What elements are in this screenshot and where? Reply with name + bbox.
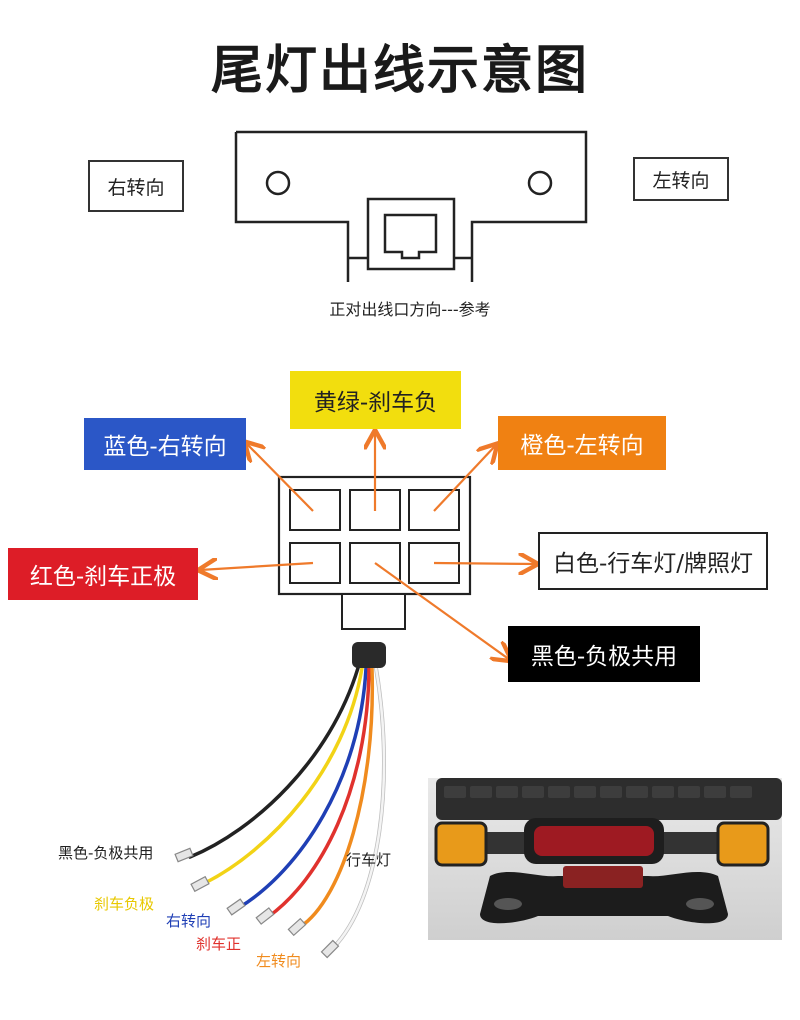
tag-red: 红色-刹车正极 <box>8 548 198 600</box>
mount-hole-left <box>265 170 291 196</box>
arrow-black <box>374 562 510 660</box>
left-indicator <box>434 821 488 867</box>
wire-blue <box>238 666 368 909</box>
mount-hole-right <box>527 170 553 196</box>
wire-label-left: 左转向 <box>256 952 302 970</box>
wire-terminals <box>174 847 340 959</box>
plug-outline <box>366 197 456 271</box>
wire-label-running: 行车灯 <box>346 851 392 869</box>
right-turn-box: 右转向 <box>88 160 184 212</box>
left-turn-box: 左转向 <box>633 157 729 201</box>
tag-yellow-green: 黄绿-刹车负 <box>290 371 461 429</box>
socket-shape <box>383 213 438 260</box>
wire-harness <box>188 666 387 950</box>
pin-black <box>349 542 401 584</box>
wire-red <box>266 666 371 919</box>
reflector <box>563 866 643 888</box>
tag-orange: 橙色-左转向 <box>498 416 666 470</box>
orientation-caption: 正对出线口方向---参考 <box>329 300 491 319</box>
wire-label-brake-pos: 刹车正 <box>196 935 242 953</box>
wire-yellow <box>203 666 364 885</box>
tail-light-lens <box>534 826 654 856</box>
right-indicator <box>716 821 770 867</box>
arrow-orange <box>433 445 496 512</box>
wire-label-brake-neg: 刹车负极 <box>94 895 155 913</box>
arrow-red <box>200 563 314 570</box>
connector-latch <box>341 593 406 630</box>
tag-white: 白色-行车灯/牌照灯 <box>538 532 768 590</box>
product-photo <box>428 778 782 940</box>
wire-black <box>188 666 360 859</box>
arrow-blue <box>246 443 314 512</box>
pin-arrows <box>200 432 536 660</box>
mount-bracket <box>480 871 728 924</box>
product-illustration <box>434 778 782 924</box>
wire-label-right: 右转向 <box>166 912 212 930</box>
wire-orange <box>298 666 375 929</box>
wire-label-black: 黑色-负极共用 <box>58 844 154 862</box>
cable-sleeve <box>352 642 386 668</box>
page-title: 尾灯出线示意图 <box>210 41 589 101</box>
arrow-white <box>433 563 536 564</box>
tag-blue: 蓝色-右转向 <box>84 418 246 470</box>
tail-light-outline <box>234 130 588 282</box>
keyboard-background <box>436 778 782 820</box>
tag-black: 黑色-负极共用 <box>508 626 700 682</box>
